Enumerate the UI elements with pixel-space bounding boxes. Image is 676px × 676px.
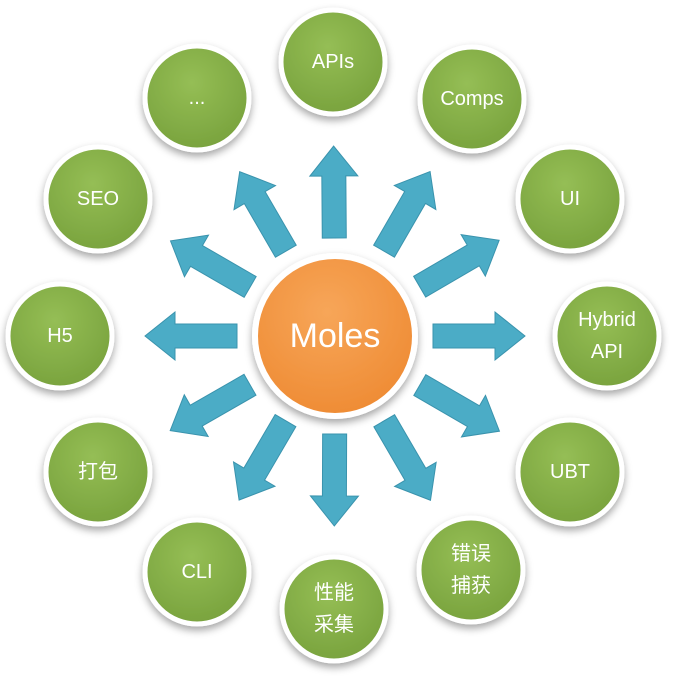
arrow-error-capture xyxy=(373,414,437,501)
node-circle xyxy=(515,144,625,254)
arrow-shape xyxy=(169,373,257,438)
arrow-comps xyxy=(372,170,437,258)
node-label: CLI xyxy=(181,561,212,583)
arrow-shape xyxy=(309,433,360,527)
node-label: Hybrid xyxy=(578,309,636,331)
node-label: 性能 xyxy=(314,581,354,604)
node-h5: H5 xyxy=(5,281,115,391)
arrow-cli xyxy=(232,413,297,501)
node-packaging: 打包 xyxy=(43,417,153,527)
node-circle xyxy=(515,417,625,527)
node-label: 采集 xyxy=(314,613,354,636)
center-node: Moles xyxy=(252,253,418,419)
arrow-ui xyxy=(412,234,500,298)
node-more: ... xyxy=(142,43,252,153)
arrow-shape xyxy=(144,310,238,362)
node-label: 错误 xyxy=(451,542,491,565)
node-ubt: UBT xyxy=(515,417,625,527)
node-circle xyxy=(552,281,662,391)
arrow-shape xyxy=(232,413,297,501)
node-circle xyxy=(142,517,252,627)
arrow-shape xyxy=(432,310,526,362)
arrow-apis xyxy=(308,145,359,239)
node-label: APIs xyxy=(312,51,354,73)
node-apis: APIs xyxy=(278,7,388,117)
arrow-shape xyxy=(308,145,359,239)
node-circle xyxy=(417,44,527,154)
node-circle xyxy=(5,281,115,391)
arrow-hybrid-api xyxy=(432,310,526,362)
arrow-shape xyxy=(412,234,500,298)
arrows-layer xyxy=(144,145,526,527)
node-label: Comps xyxy=(440,88,503,110)
arrow-shape xyxy=(169,234,257,299)
arrow-perf-collect xyxy=(309,433,360,527)
node-label: UBT xyxy=(550,461,590,483)
node-circle xyxy=(142,43,252,153)
node-seo: SEO xyxy=(43,144,153,254)
node-label: ... xyxy=(189,87,206,109)
node-comps: Comps xyxy=(417,44,527,154)
arrow-seo xyxy=(169,234,257,299)
node-circle xyxy=(43,417,153,527)
center-label: Moles xyxy=(290,317,381,355)
node-circle xyxy=(416,515,526,625)
arrow-shape xyxy=(413,374,501,438)
node-cli: CLI xyxy=(142,517,252,627)
arrow-h5 xyxy=(144,310,238,362)
node-label: UI xyxy=(560,188,580,210)
arrow-shape xyxy=(233,170,297,258)
arrow-more xyxy=(233,170,297,258)
node-ui: UI xyxy=(515,144,625,254)
node-label: 打包 xyxy=(78,460,118,483)
arrow-shape xyxy=(373,414,437,501)
node-label: API xyxy=(591,341,623,363)
arrow-ubt xyxy=(413,374,501,438)
node-circle xyxy=(43,144,153,254)
node-label: SEO xyxy=(77,188,119,210)
arrow-shape xyxy=(372,170,437,258)
node-label: 捕获 xyxy=(451,574,491,597)
nodes-layer: APIsCompsUIHybridAPIUBT错误捕获性能采集CLI打包H5SE… xyxy=(5,7,662,664)
node-circle xyxy=(278,7,388,117)
arrow-packaging xyxy=(169,373,257,438)
node-label: H5 xyxy=(47,325,73,347)
node-circle xyxy=(279,554,389,664)
center-circle xyxy=(252,253,418,419)
